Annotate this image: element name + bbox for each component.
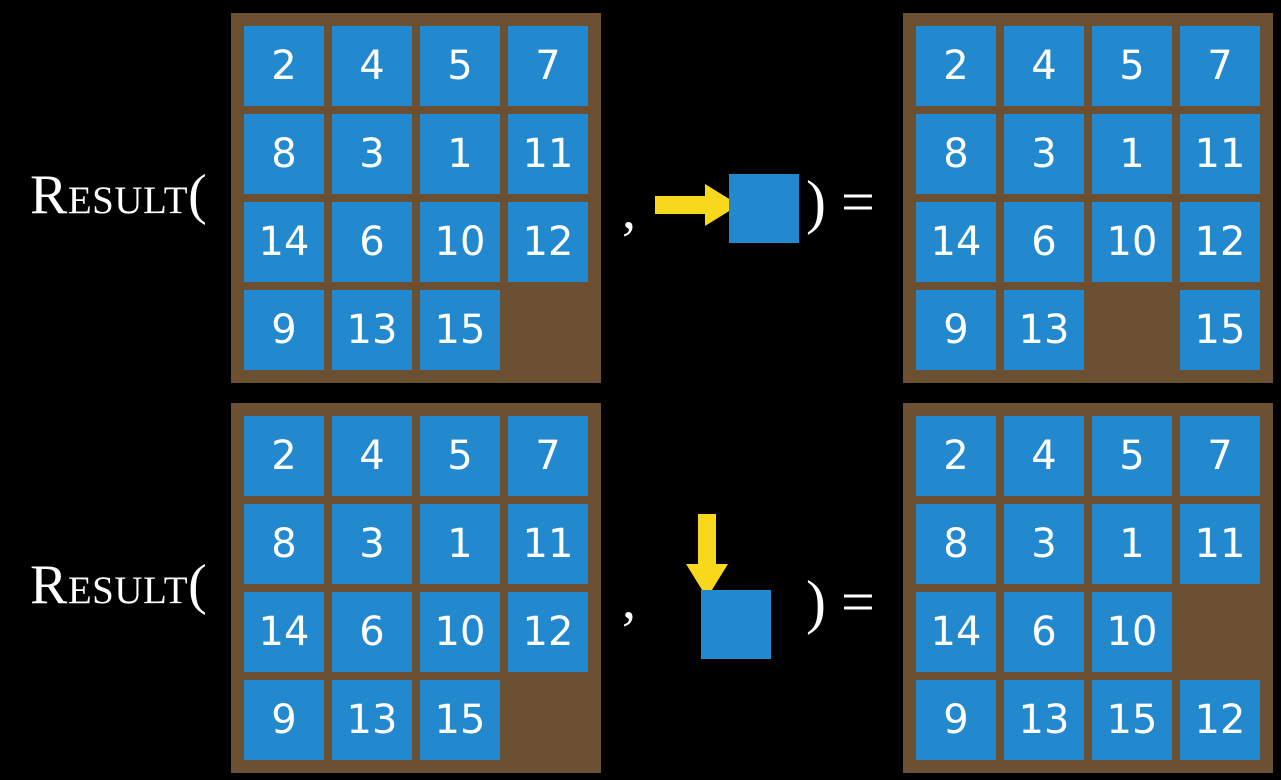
puzzle-tile[interactable]: 6 [332, 202, 412, 282]
puzzle-tile[interactable]: 14 [244, 592, 324, 672]
puzzle-tile[interactable]: 5 [1092, 26, 1172, 106]
puzzle-tile[interactable]: 7 [1180, 416, 1260, 496]
puzzle-tile[interactable]: 11 [508, 504, 588, 584]
puzzle-tile[interactable]: 15 [420, 290, 500, 370]
puzzle-tile[interactable]: 12 [1180, 680, 1260, 760]
puzzle-tile[interactable]: 7 [1180, 26, 1260, 106]
operator-group-row-1: , ) = [600, 0, 900, 390]
puzzle-tile[interactable]: 15 [1180, 290, 1260, 370]
puzzle-tile[interactable]: 11 [1180, 504, 1260, 584]
puzzle-tile[interactable]: 13 [332, 680, 412, 760]
puzzle-tile[interactable]: 14 [916, 202, 996, 282]
puzzle-tile[interactable]: 4 [1004, 26, 1084, 106]
puzzle-tile[interactable]: 9 [916, 290, 996, 370]
puzzle-tile[interactable]: 11 [1180, 114, 1260, 194]
close-paren-equals-row-2: ) = [806, 569, 875, 635]
comma-separator-row-1: , [622, 179, 636, 241]
puzzle-tile[interactable]: 13 [332, 290, 412, 370]
puzzle-tile[interactable]: 1 [420, 504, 500, 584]
puzzle-tile[interactable]: 9 [916, 680, 996, 760]
action-tile-row-1 [729, 174, 799, 243]
puzzle-tile[interactable]: 9 [244, 680, 324, 760]
puzzle-tile[interactable]: 1 [1092, 504, 1172, 584]
result-function-label-row-1: Result( [30, 164, 208, 226]
arrow-right-icon [655, 184, 739, 226]
puzzle-tile[interactable]: 7 [508, 26, 588, 106]
puzzle-tile[interactable]: 14 [244, 202, 324, 282]
puzzle-tile[interactable]: 1 [1092, 114, 1172, 194]
puzzle-tile[interactable]: 6 [1004, 202, 1084, 282]
arrow-down-icon [686, 514, 728, 598]
puzzle-tile[interactable]: 4 [332, 416, 412, 496]
puzzle-tile[interactable]: 8 [916, 504, 996, 584]
puzzle-tile[interactable]: 15 [420, 680, 500, 760]
action-tile-row-2 [701, 590, 771, 659]
puzzle-tile[interactable]: 10 [1092, 202, 1172, 282]
puzzle-tile[interactable]: 10 [420, 592, 500, 672]
puzzle-tile[interactable]: 4 [1004, 416, 1084, 496]
puzzle-tile[interactable]: 13 [1004, 290, 1084, 370]
puzzle-tile[interactable]: 4 [332, 26, 412, 106]
puzzle-tile[interactable]: 2 [244, 416, 324, 496]
puzzle-tile[interactable]: 12 [508, 592, 588, 672]
puzzle-tile[interactable]: 15 [1092, 680, 1172, 760]
puzzle-tile[interactable]: 5 [420, 416, 500, 496]
puzzle-tile[interactable]: 13 [1004, 680, 1084, 760]
puzzle-tile[interactable]: 11 [508, 114, 588, 194]
puzzle-tile[interactable]: 10 [1092, 592, 1172, 672]
puzzle-blank-cell [508, 290, 588, 370]
puzzle-tile[interactable]: 7 [508, 416, 588, 496]
comma-separator-row-2: , [622, 569, 636, 631]
puzzle-tile[interactable]: 6 [1004, 592, 1084, 672]
puzzle-tile[interactable]: 3 [1004, 504, 1084, 584]
close-paren-equals-row-1: ) = [806, 169, 875, 235]
puzzle-tile[interactable]: 3 [1004, 114, 1084, 194]
puzzle-tile[interactable]: 2 [916, 416, 996, 496]
puzzle-tile[interactable]: 8 [244, 114, 324, 194]
puzzle-tile[interactable]: 2 [244, 26, 324, 106]
puzzle-tile[interactable]: 1 [420, 114, 500, 194]
puzzle-blank-cell [1180, 592, 1260, 672]
puzzle-tile[interactable]: 9 [244, 290, 324, 370]
puzzle-tile[interactable]: 6 [332, 592, 412, 672]
operator-group-row-2: , ) = [600, 390, 900, 780]
puzzle-tile[interactable]: 5 [420, 26, 500, 106]
puzzle-tile[interactable]: 8 [916, 114, 996, 194]
puzzle-tile[interactable]: 8 [244, 504, 324, 584]
puzzle-blank-cell [1092, 290, 1172, 370]
puzzle-tile[interactable]: 5 [1092, 416, 1172, 496]
puzzle-tile[interactable]: 12 [508, 202, 588, 282]
puzzle-tile[interactable]: 2 [916, 26, 996, 106]
puzzle-tile[interactable]: 3 [332, 114, 412, 194]
puzzle-tile[interactable]: 3 [332, 504, 412, 584]
puzzle-blank-cell [508, 680, 588, 760]
puzzle-tile[interactable]: 14 [916, 592, 996, 672]
result-function-label-row-2: Result( [30, 554, 208, 616]
puzzle-tile[interactable]: 10 [420, 202, 500, 282]
puzzle-tile[interactable]: 12 [1180, 202, 1260, 282]
